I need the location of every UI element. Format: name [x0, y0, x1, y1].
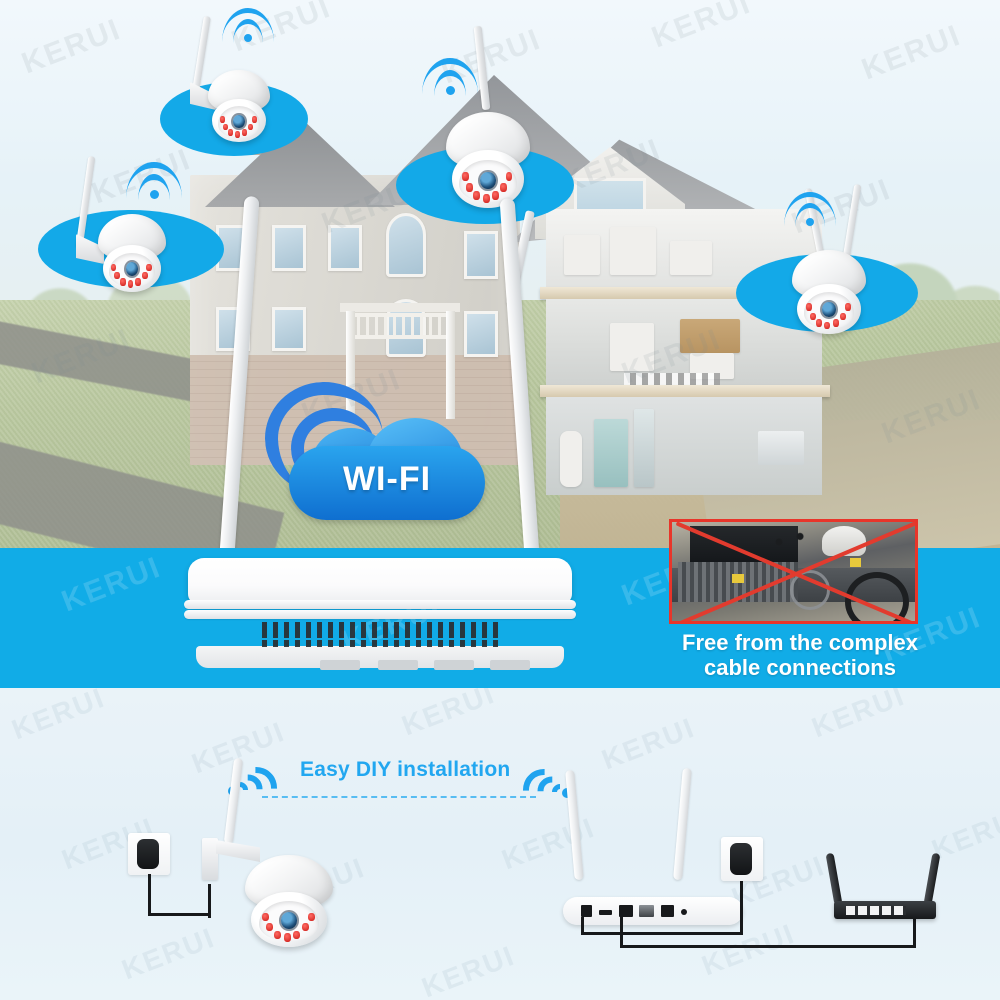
nvr-vent-slots — [262, 640, 498, 647]
adapter-body — [137, 838, 160, 870]
ptz-camera-bottom — [245, 855, 333, 947]
router-lan-cable — [913, 918, 916, 946]
nvr-foot — [434, 660, 474, 670]
furniture — [610, 323, 654, 371]
adapter-body — [730, 843, 753, 875]
wifi-router-icon — [824, 852, 946, 919]
wifi-signal-icon — [784, 192, 836, 226]
camera-lens — [125, 262, 139, 277]
camera-power-cable-up — [208, 884, 211, 918]
port-usb — [661, 905, 674, 917]
ir-led-array — [806, 296, 852, 330]
power-adapter-icon-right — [721, 837, 763, 881]
ptz-camera — [98, 214, 166, 292]
wifi-signal-icon — [422, 58, 478, 95]
dashed-connector — [262, 796, 536, 798]
power-adapter-icon — [128, 833, 170, 875]
camera-lens — [480, 171, 496, 189]
furniture — [564, 235, 600, 275]
hero-scene: KERUI KERUI KERUI KERUI KERUI KERUI KERU… — [0, 0, 1000, 548]
camera-node-right-wall — [736, 183, 918, 334]
cutaway-floor — [540, 385, 830, 397]
porch-roof — [340, 303, 460, 312]
camera-node-front-roof — [396, 25, 574, 306]
nvr-power-cable-run — [581, 932, 743, 935]
ac-condenser — [758, 431, 804, 465]
window — [272, 307, 306, 351]
port-lan — [639, 905, 654, 917]
nvr-ridge — [184, 610, 576, 619]
nvr-port-row — [581, 905, 691, 917]
nvr-lan-cable-run — [620, 945, 916, 948]
nvr-ridge — [184, 600, 576, 609]
ir-led-array — [219, 110, 258, 139]
camera-lens — [281, 912, 297, 929]
camera-power-cable — [148, 874, 210, 916]
ir-led-array — [461, 165, 514, 203]
port-vga — [599, 910, 612, 915]
furniture-cabinet — [680, 319, 740, 353]
cable-caption-line1: Free from the complex — [682, 630, 918, 655]
wifi-label: WI-FI — [342, 460, 432, 498]
house-cutaway — [540, 205, 840, 505]
port-audio — [681, 909, 687, 915]
photo-bnc-connector — [732, 574, 744, 583]
ir-led-array — [110, 257, 153, 288]
nvr-foot — [320, 660, 360, 670]
ptz-camera — [245, 855, 333, 947]
ptz-camera — [792, 250, 866, 334]
wifi-signal-icon — [222, 8, 274, 42]
hvac-unit — [594, 419, 628, 487]
camera-wall-mount — [202, 838, 218, 880]
diy-title: Easy DIY installation — [300, 758, 511, 781]
photo-wires — [758, 528, 828, 556]
nvr-foot — [490, 660, 530, 670]
nvr-vent-slots — [262, 622, 498, 638]
duct — [634, 409, 654, 487]
porch-column — [446, 311, 455, 419]
photo-bnc-connector — [850, 558, 861, 567]
ptz-camera — [208, 70, 270, 142]
furniture — [670, 241, 712, 275]
nvr-power-cable-drop — [581, 917, 584, 935]
cable-caption-line2: cable connections — [704, 655, 896, 681]
wireless-nvr-recorder — [178, 550, 582, 670]
cable-caption: Free from the complex cable connections — [620, 630, 980, 681]
furniture — [610, 227, 656, 275]
router-ports — [846, 906, 906, 915]
nvr-top-shell — [188, 558, 572, 604]
port-power — [581, 905, 592, 917]
window — [464, 311, 498, 357]
camera-node-top-left — [160, 8, 308, 156]
cloud-body — [289, 446, 485, 520]
tiled-floor — [624, 373, 720, 385]
camera-node-mid-left — [38, 155, 224, 292]
ir-led-array — [261, 906, 317, 942]
wifi-signal-icon — [126, 162, 182, 199]
adapter-cable — [740, 880, 743, 934]
nvr-foot — [378, 660, 418, 670]
complex-cables-photo — [669, 519, 918, 624]
porch-column — [346, 311, 355, 419]
nvr-lan-cable-drop — [620, 917, 623, 947]
arched-window — [386, 213, 426, 277]
wifi-cloud-badge: WI-FI — [263, 379, 485, 522]
balcony-railing — [348, 313, 452, 339]
ptz-camera — [446, 112, 530, 208]
camera-lens — [822, 302, 836, 318]
port-hdmi — [619, 905, 633, 917]
window — [328, 225, 362, 271]
wireless-nvr-bottom — [563, 875, 743, 930]
window — [464, 231, 498, 279]
window — [272, 225, 306, 271]
water-heater — [560, 431, 582, 487]
camera-lens — [233, 114, 245, 128]
